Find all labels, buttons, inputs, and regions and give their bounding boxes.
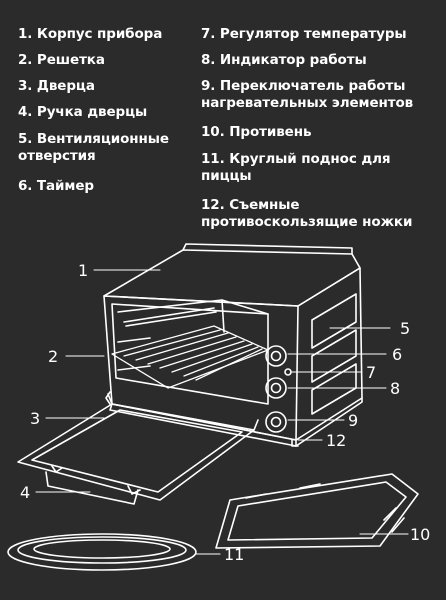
- legend-item-10: 10. Противень: [201, 124, 312, 140]
- legend-item-7: 7. Регулятор температуры: [201, 26, 407, 42]
- callout-7: 7: [366, 363, 376, 382]
- legend-item-8: 8. Индикатор работы: [201, 52, 367, 68]
- legend-item-2: 2. Решетка: [18, 52, 105, 68]
- callout-9: 9: [348, 411, 358, 430]
- callout-5: 5: [400, 319, 410, 338]
- legend-item-9: 9. Переключатель работы нагревательных э…: [201, 78, 414, 111]
- callout-numbers: 1 2 3 4 5 6 7 8 9 10 11 12: [20, 261, 430, 564]
- callout-8: 8: [390, 379, 400, 398]
- callout-6: 6: [392, 345, 402, 364]
- control-knobs: [265, 345, 292, 433]
- legend-item-5: 5. Вентиляционные отверстия: [18, 131, 169, 164]
- legend-item-3: 3. Дверца: [18, 78, 95, 94]
- parts-legend: 1. Корпус прибора 2. Решетка 3. Дверца 4…: [0, 0, 446, 250]
- baking-tray: [215, 473, 419, 549]
- pizza-tray: [7, 533, 197, 571]
- legend-item-1: 1. Корпус прибора: [18, 26, 163, 42]
- legend-item-6: 6. Таймер: [18, 178, 94, 194]
- legend-item-11: 11. Круглый поднос для пиццы: [201, 151, 391, 184]
- callout-2: 2: [48, 347, 58, 366]
- callout-10: 10: [410, 525, 430, 544]
- callout-3: 3: [30, 409, 40, 428]
- leader-lines: [35, 269, 409, 555]
- oven-door: [17, 393, 259, 505]
- callout-1: 1: [78, 261, 88, 280]
- feet: [105, 391, 299, 447]
- callout-12: 12: [326, 431, 346, 450]
- legend-item-4: 4. Ручка дверцы: [18, 104, 148, 120]
- legend-item-12: 12. Съемные противоскользящие ножки: [201, 197, 413, 230]
- callout-4: 4: [20, 483, 30, 502]
- callout-11: 11: [224, 545, 244, 564]
- oven-rack: [111, 325, 269, 389]
